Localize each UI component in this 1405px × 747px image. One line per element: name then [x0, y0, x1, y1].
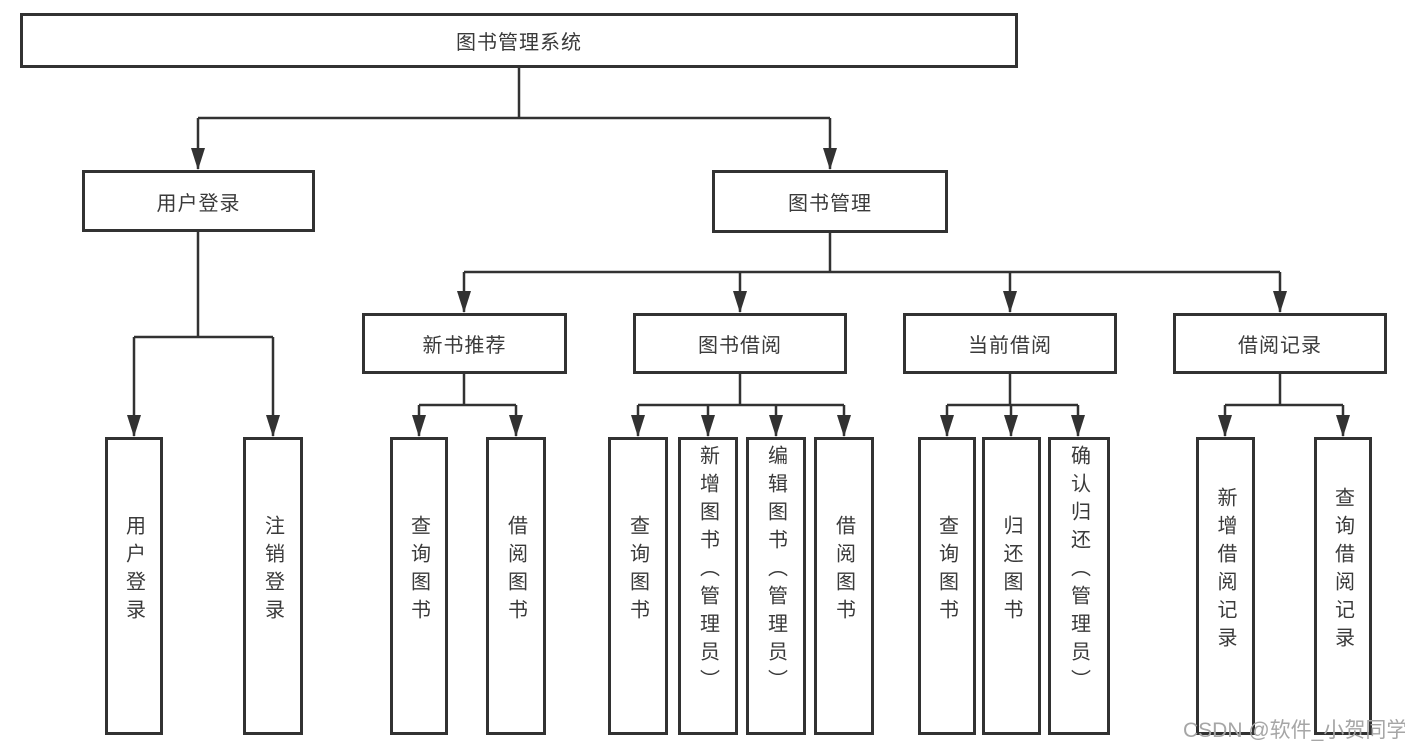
node-root-system: 图书管理系统 — [20, 13, 1018, 68]
node-book-management-branch: 图书管理 — [712, 170, 948, 233]
leaf-nb-borrow-books: 借阅图书 — [486, 437, 546, 735]
leaf-cb-return-books-label: 归还图书 — [1000, 515, 1022, 627]
connector-line — [134, 68, 1343, 407]
leaf-nb-query-books-label: 查询图书 — [407, 515, 430, 627]
leaf-user-login: 用户登录 — [105, 437, 163, 735]
leaf-bb-borrow-books: 借阅图书 — [814, 437, 874, 735]
leaf-nb-borrow-books-label: 借阅图书 — [504, 515, 527, 627]
leaf-logout: 注销登录 — [243, 437, 303, 735]
leaf-br-add-record: 新增借阅记录 — [1196, 437, 1255, 735]
leaf-br-add-record-label: 新增借阅记录 — [1214, 487, 1236, 655]
leaf-cb-confirm-return-admin-label: 确认归还（管理员） — [1067, 445, 1090, 697]
leaf-bb-add-books-admin: 新增图书（管理员） — [678, 437, 738, 735]
node-borrow-records: 借阅记录 — [1173, 313, 1387, 374]
leaf-bb-borrow-books-label: 借阅图书 — [832, 515, 855, 627]
leaf-nb-query-books: 查询图书 — [390, 437, 448, 735]
node-current-borrow: 当前借阅 — [903, 313, 1117, 374]
leaf-bb-edit-books-admin-label: 编辑图书（管理员） — [764, 445, 787, 697]
leaf-br-query-record-label: 查询借阅记录 — [1331, 487, 1354, 655]
node-book-borrow: 图书借阅 — [633, 313, 847, 374]
csdn-watermark: CSDN @软件_小贺同学 — [1183, 719, 1405, 742]
leaf-cb-query-books-label: 查询图书 — [935, 515, 958, 627]
leaf-user-login-label: 用户登录 — [122, 515, 145, 627]
leaf-bb-add-books-admin-label: 新增图书（管理员） — [696, 445, 719, 697]
leaf-logout-label: 注销登录 — [261, 515, 284, 627]
leaf-cb-confirm-return-admin: 确认归还（管理员） — [1048, 437, 1110, 735]
node-new-book-recommend: 新书推荐 — [362, 313, 567, 374]
node-user-login-branch: 用户登录 — [82, 170, 315, 232]
leaf-cb-return-books: 归还图书 — [982, 437, 1041, 735]
leaf-br-query-record: 查询借阅记录 — [1314, 437, 1372, 735]
leaf-cb-query-books: 查询图书 — [918, 437, 976, 735]
leaf-bb-query-books: 查询图书 — [608, 437, 668, 735]
leaf-bb-edit-books-admin: 编辑图书（管理员） — [746, 437, 806, 735]
leaf-bb-query-books-label: 查询图书 — [626, 515, 649, 627]
